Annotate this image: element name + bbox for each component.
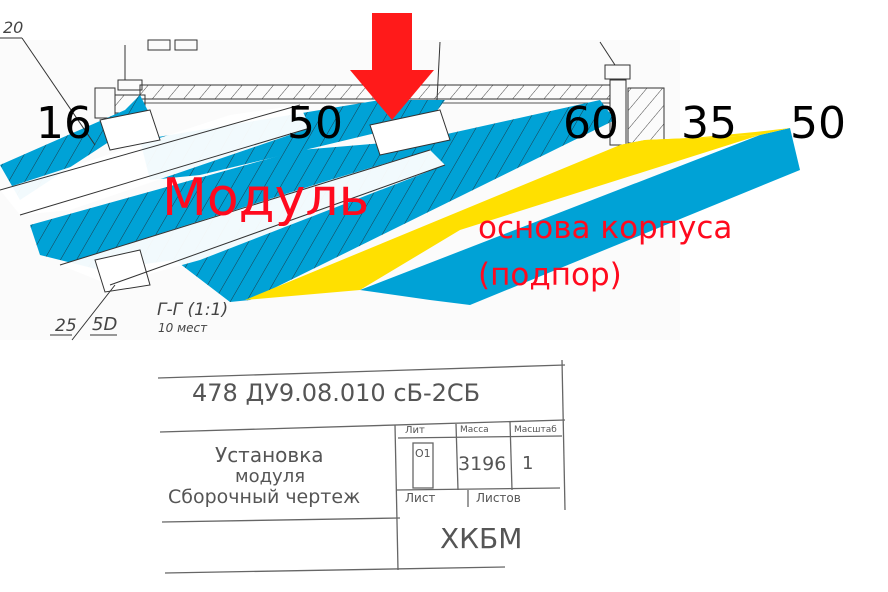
section-count: 10 мест	[158, 321, 208, 335]
mass-value: 3196	[458, 453, 507, 475]
document-number: 478 ДУ9.08.010 сБ-2СБ	[192, 379, 481, 407]
dimension-60: 60	[563, 98, 619, 149]
lit-header: Лит	[405, 425, 425, 436]
module-body	[0, 95, 615, 302]
callout-20: 20	[3, 18, 24, 37]
load-arrow	[350, 13, 434, 120]
housing-base-label: основа корпуса	[478, 210, 733, 246]
dimension-50-left: 50	[287, 98, 343, 149]
leader-20	[21, 37, 96, 146]
callout-5d: 5D	[92, 314, 118, 335]
sheet-header: Лист	[405, 491, 436, 505]
dimension-16: 16	[36, 98, 92, 149]
housing-base-sublabel: (подпор)	[478, 257, 622, 293]
housing-base	[245, 128, 800, 305]
title-line-1: Установка	[215, 443, 324, 467]
title-block-frame	[157, 359, 566, 574]
scale-value: 1	[522, 453, 534, 474]
title-line-2: модуля	[235, 466, 306, 487]
section-label: Г-Г (1:1)	[157, 300, 229, 320]
dimension-35: 35	[681, 98, 737, 149]
organization: ХКБМ	[440, 522, 523, 555]
sheets-header: Листов	[476, 491, 521, 505]
mass-header: Масса	[460, 425, 489, 435]
module-label: Модуль	[162, 168, 370, 228]
title-line-3: Сборочный чертеж	[168, 486, 361, 508]
leader-25	[71, 284, 116, 341]
scale-header: Масштаб	[514, 425, 557, 435]
callout-25: 25	[55, 316, 77, 336]
lit-value: О1	[415, 447, 431, 460]
dimension-50-right: 50	[790, 98, 846, 149]
